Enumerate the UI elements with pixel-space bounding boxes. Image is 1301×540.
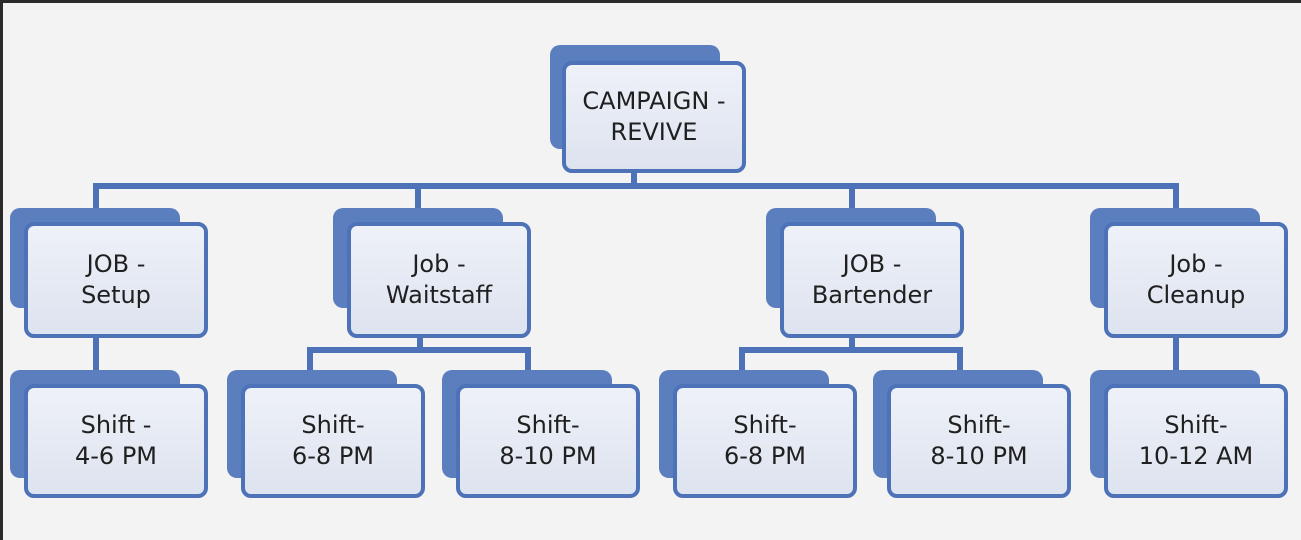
shift-node-box: Shift - 4-6 PM (24, 384, 208, 498)
shift-node-waitstaff-2: Shift- 8-10 PM (442, 370, 640, 498)
shift-label-line2: 10-12 AM (1138, 442, 1254, 470)
shift-node-waitstaff-1: Shift- 6-8 PM (227, 370, 425, 498)
job-node-box: JOB - Bartender (780, 222, 964, 338)
shift-label-line2: 6-8 PM (291, 442, 374, 470)
job-node-box: Job - Waitstaff (347, 222, 531, 338)
job-node-box: Job - Cleanup (1104, 222, 1288, 338)
job-label-line1: Job - (412, 250, 466, 278)
job-node-box: JOB - Setup (24, 222, 208, 338)
job-node-setup: JOB - Setup (10, 208, 208, 338)
job-label-line1: Job - (1169, 250, 1223, 278)
job-label-line2: Bartender (811, 281, 933, 309)
shift-node-box: Shift- 6-8 PM (241, 384, 425, 498)
campaign-node: CAMPAIGN - REVIVE (550, 45, 746, 173)
shift-label-line2: 4-6 PM (74, 442, 157, 470)
shift-node-bartender-2: Shift- 8-10 PM (873, 370, 1071, 498)
job-label-line2: Cleanup (1146, 281, 1246, 309)
shift-label-line1: Shift- (947, 411, 1011, 439)
shift-label-line1: Shift- (301, 411, 365, 439)
campaign-line1: CAMPAIGN - (582, 87, 726, 115)
shift-node-box: Shift- 10-12 AM (1104, 384, 1288, 498)
shift-label-line2: 6-8 PM (723, 442, 806, 470)
shift-node-box: Shift- 8-10 PM (887, 384, 1071, 498)
shift-label-line1: Shift - (80, 411, 152, 439)
campaign-node-box: CAMPAIGN - REVIVE (562, 61, 746, 173)
job-label-line2: Waitstaff (385, 281, 493, 309)
shift-label-line1: Shift- (733, 411, 797, 439)
shift-label-line2: 8-10 PM (930, 442, 1028, 470)
shift-node-setup: Shift - 4-6 PM (10, 370, 208, 498)
campaign-line2: REVIVE (610, 118, 698, 146)
shift-node-bartender-1: Shift- 6-8 PM (659, 370, 857, 498)
shift-label-line2: 8-10 PM (499, 442, 597, 470)
shift-node-box: Shift- 8-10 PM (456, 384, 640, 498)
shift-node-box: Shift- 6-8 PM (673, 384, 857, 498)
job-label-line1: JOB - (842, 250, 902, 278)
shift-node-cleanup: Shift- 10-12 AM (1090, 370, 1288, 498)
job-node-cleanup: Job - Cleanup (1090, 208, 1288, 338)
job-node-waitstaff: Job - Waitstaff (333, 208, 531, 338)
job-node-bartender: JOB - Bartender (766, 208, 964, 338)
job-label-line1: JOB - (86, 250, 146, 278)
shift-label-line1: Shift- (516, 411, 580, 439)
shift-label-line1: Shift- (1164, 411, 1228, 439)
job-label-line2: Setup (81, 281, 151, 309)
